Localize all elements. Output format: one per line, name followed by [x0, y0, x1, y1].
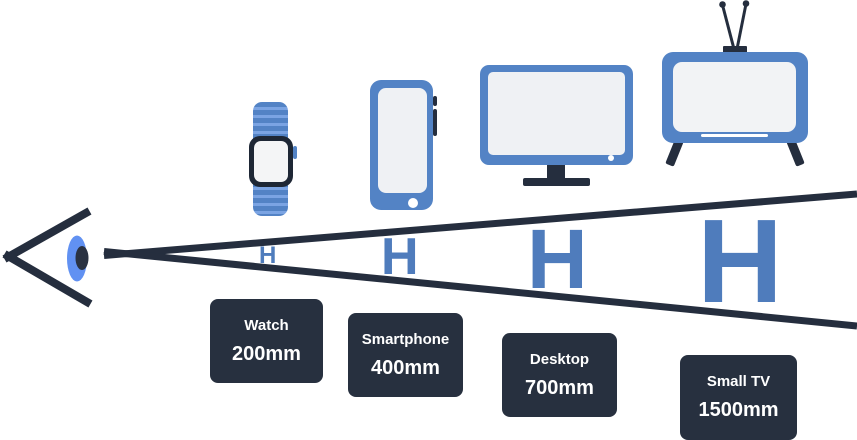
label-smartphone: Smartphone 400mm [348, 313, 463, 397]
device-name: Small TV [706, 373, 771, 390]
view-cone-bottom-line [103, 248, 857, 330]
smartphone-screen [378, 88, 427, 193]
device-distance: 700mm [525, 376, 594, 399]
tv-antenna-mount [723, 46, 747, 53]
monitor-stand-neck [547, 165, 565, 180]
monitor-power-light [608, 155, 614, 161]
smartwatch-screen [254, 141, 288, 182]
tv-antenna-icon [719, 0, 750, 50]
label-watch: Watch 200mm [210, 299, 323, 383]
perceived-letter-desktop: H [527, 212, 588, 306]
view-cone [103, 190, 857, 330]
view-cone-top-line [103, 190, 857, 259]
perceived-letter-watch: H [259, 242, 277, 269]
tv-antenna-left [721, 4, 736, 50]
smartphone-home-button [408, 198, 418, 208]
tv-screen [673, 62, 796, 132]
tv-speaker-line [701, 134, 768, 137]
label-desktop: Desktop 700mm [502, 333, 617, 417]
eye-icon [2, 207, 93, 308]
eye-upper-lid [2, 207, 92, 263]
smartphone-side-button [433, 96, 437, 106]
tv-antenna-right [735, 3, 748, 50]
label-small-tv: Small TV 1500mm [680, 355, 797, 440]
eye-lower-lid [2, 250, 93, 308]
device-distance: 200mm [232, 342, 301, 365]
device-name: Desktop [529, 350, 590, 368]
device-distance: 1500mm [698, 399, 779, 421]
device-distance: 400mm [371, 356, 440, 379]
smartphone-volume-button [433, 109, 437, 136]
eye-pupil [75, 246, 89, 270]
smartwatch-crown [293, 146, 297, 159]
perceived-letter-smartphone: H [381, 228, 419, 286]
monitor-stand-base [523, 178, 590, 186]
device-name: Smartphone [361, 330, 450, 348]
perceived-letter-small-tv: H [697, 195, 783, 328]
tv-antenna-left-tip [719, 1, 726, 8]
device-name: Watch [244, 316, 289, 334]
monitor-screen [488, 72, 625, 155]
tv-antenna-right-tip [742, 0, 750, 7]
